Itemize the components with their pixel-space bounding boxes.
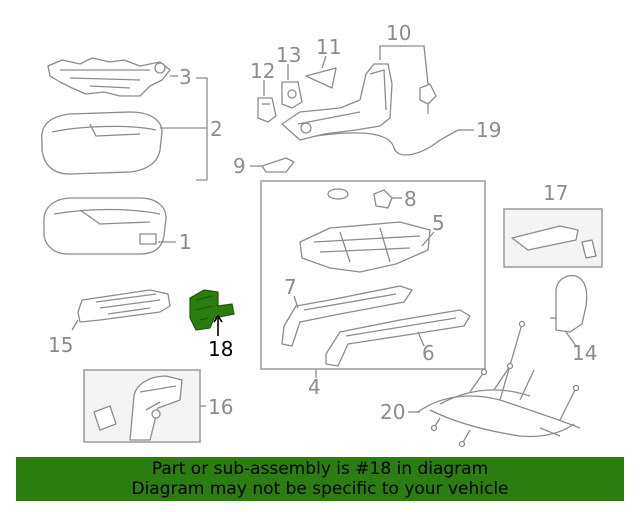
part-11-cover[interactable] — [305, 67, 337, 89]
callout-15: 15 — [48, 333, 73, 357]
part-10-recliner[interactable] — [281, 63, 437, 141]
callout-4: 4 — [308, 375, 321, 399]
part-20-harness[interactable] — [417, 320, 581, 448]
info-banner: Part or sub-assembly is #18 in diagram D… — [16, 457, 624, 501]
callout-8: 8 — [404, 187, 417, 211]
callout-1: 1 — [179, 230, 192, 254]
part-15-side-cover[interactable] — [77, 289, 171, 323]
part-18-highlighted[interactable] — [189, 289, 235, 331]
leader-15 — [71, 319, 79, 331]
part-3-heater-mat[interactable] — [47, 57, 171, 97]
callout-3: 3 — [179, 65, 192, 89]
callout-5: 5 — [432, 211, 445, 235]
part-7-rail[interactable] — [281, 285, 413, 347]
callout-13: 13 — [276, 43, 301, 67]
part-2-cushion-pad[interactable] — [41, 111, 163, 175]
callout-9: 9 — [233, 154, 246, 178]
callout-20: 20 — [380, 400, 405, 424]
banner-line-1: Part or sub-assembly is #18 in diagram — [151, 459, 489, 479]
part-13-bracket[interactable] — [281, 81, 303, 109]
leader-7 — [293, 295, 299, 309]
part-6-rail[interactable] — [325, 309, 471, 367]
leader-11 — [321, 55, 327, 69]
callout-17: 17 — [543, 181, 568, 205]
leader-bracket-2-3 — [196, 77, 208, 181]
callout-12: 12 — [250, 59, 275, 83]
part-5-frame[interactable] — [299, 221, 431, 273]
leader-18 — [213, 314, 223, 336]
banner-line-2: Diagram may not be specific to your vehi… — [131, 479, 509, 499]
callout-14: 14 — [572, 341, 597, 365]
part-9-clip[interactable] — [261, 157, 295, 173]
callout-11: 11 — [316, 35, 341, 59]
callout-16: 16 — [208, 395, 233, 419]
part-17-pad[interactable] — [511, 225, 597, 259]
part-8-fastener[interactable] — [327, 188, 393, 209]
callout-6: 6 — [422, 341, 435, 365]
part-4-box — [260, 180, 486, 370]
part-16-side-shield[interactable] — [93, 375, 183, 441]
part-12-clip[interactable] — [257, 97, 277, 123]
part-14-cover[interactable] — [550, 274, 588, 333]
part-19-cable[interactable] — [315, 129, 459, 156]
leader-14 — [565, 331, 577, 347]
callout-18: 18 — [208, 337, 233, 361]
callout-7: 7 — [284, 275, 297, 299]
parts-diagram: 3 2 1 15 18 16 12 — [41, 21, 603, 448]
leader-6 — [417, 331, 425, 347]
leader-10 — [379, 45, 429, 85]
leader-5 — [421, 231, 435, 247]
part-1-cushion-assy[interactable] — [43, 197, 167, 255]
callout-19: 19 — [476, 118, 501, 142]
callout-2: 2 — [210, 117, 223, 141]
callout-10: 10 — [386, 21, 411, 45]
